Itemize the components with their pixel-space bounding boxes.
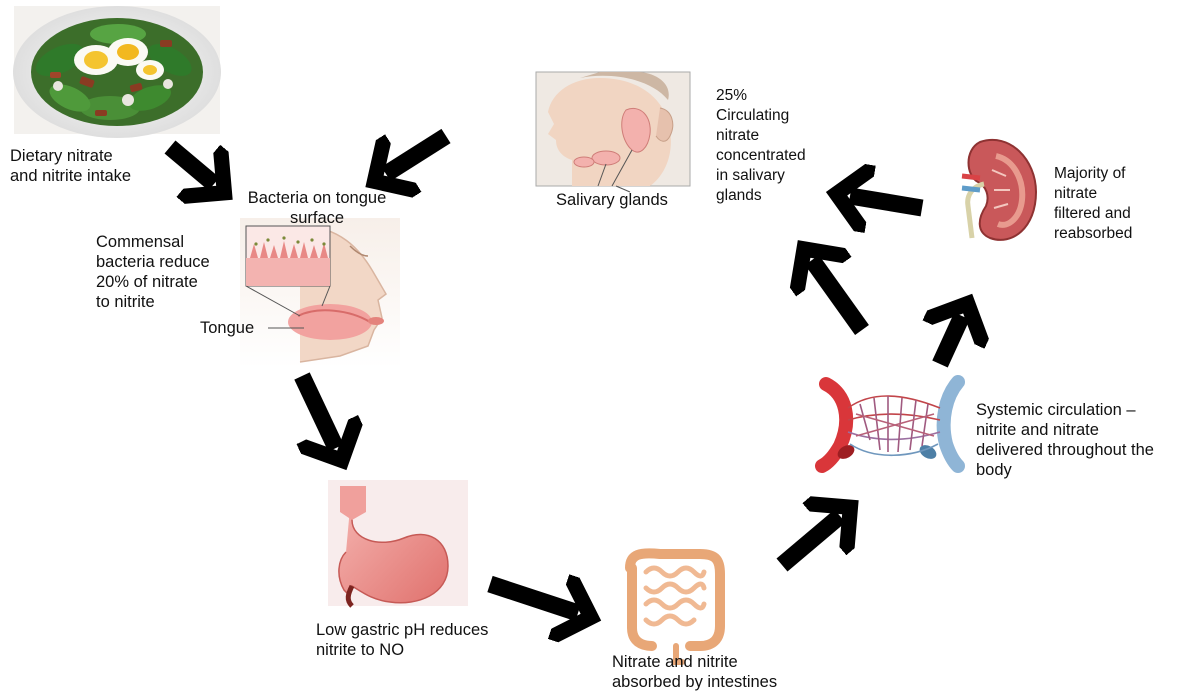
tongue-label: Tongue [200,318,254,338]
systemic-circulation-label: Systemic circulation – nitrite and nitra… [976,400,1154,480]
intestines-label: Nitrate and nitrite absorbed by intestin… [612,652,777,692]
arrow-topright-to-tongue [386,136,446,174]
salivary-glands-label: Salivary glands [556,190,668,210]
arrow-stomach-to-intestines [490,584,578,613]
gastric-ph-label: Low gastric pH reduces nitrite to NO [316,620,488,660]
kidney-label: Majority of nitrate filtered and reabsor… [1054,164,1132,244]
bacteria-tongue-label: Bacteria on tongue surface [232,188,402,228]
circulating-nitrate-label: 25% Circulating nitrate concentrated in … [716,86,806,206]
tongue-face-image [240,218,400,368]
salad-plate-image [13,6,221,138]
blood-vessels-image [822,382,958,466]
commensal-bacteria-label: Commensal bacteria reduce 20% of nitrate… [96,232,210,312]
dietary-intake-label: Dietary nitrate and nitrite intake [10,146,131,186]
intestines-image [630,553,720,662]
arrow-intestines-to-circulation [782,516,840,565]
arrow-circulation-to-kidney [940,316,962,364]
arrow-salad-to-tongue [170,147,214,184]
kidney-image [962,140,1036,240]
arrow-tongue-to-stomach [302,376,336,448]
arrow-circulation-to-salivary [812,260,862,330]
salivary-glands-image [536,72,690,192]
stomach-image [328,480,468,606]
arrow-kidney-to-salivary [850,196,922,208]
